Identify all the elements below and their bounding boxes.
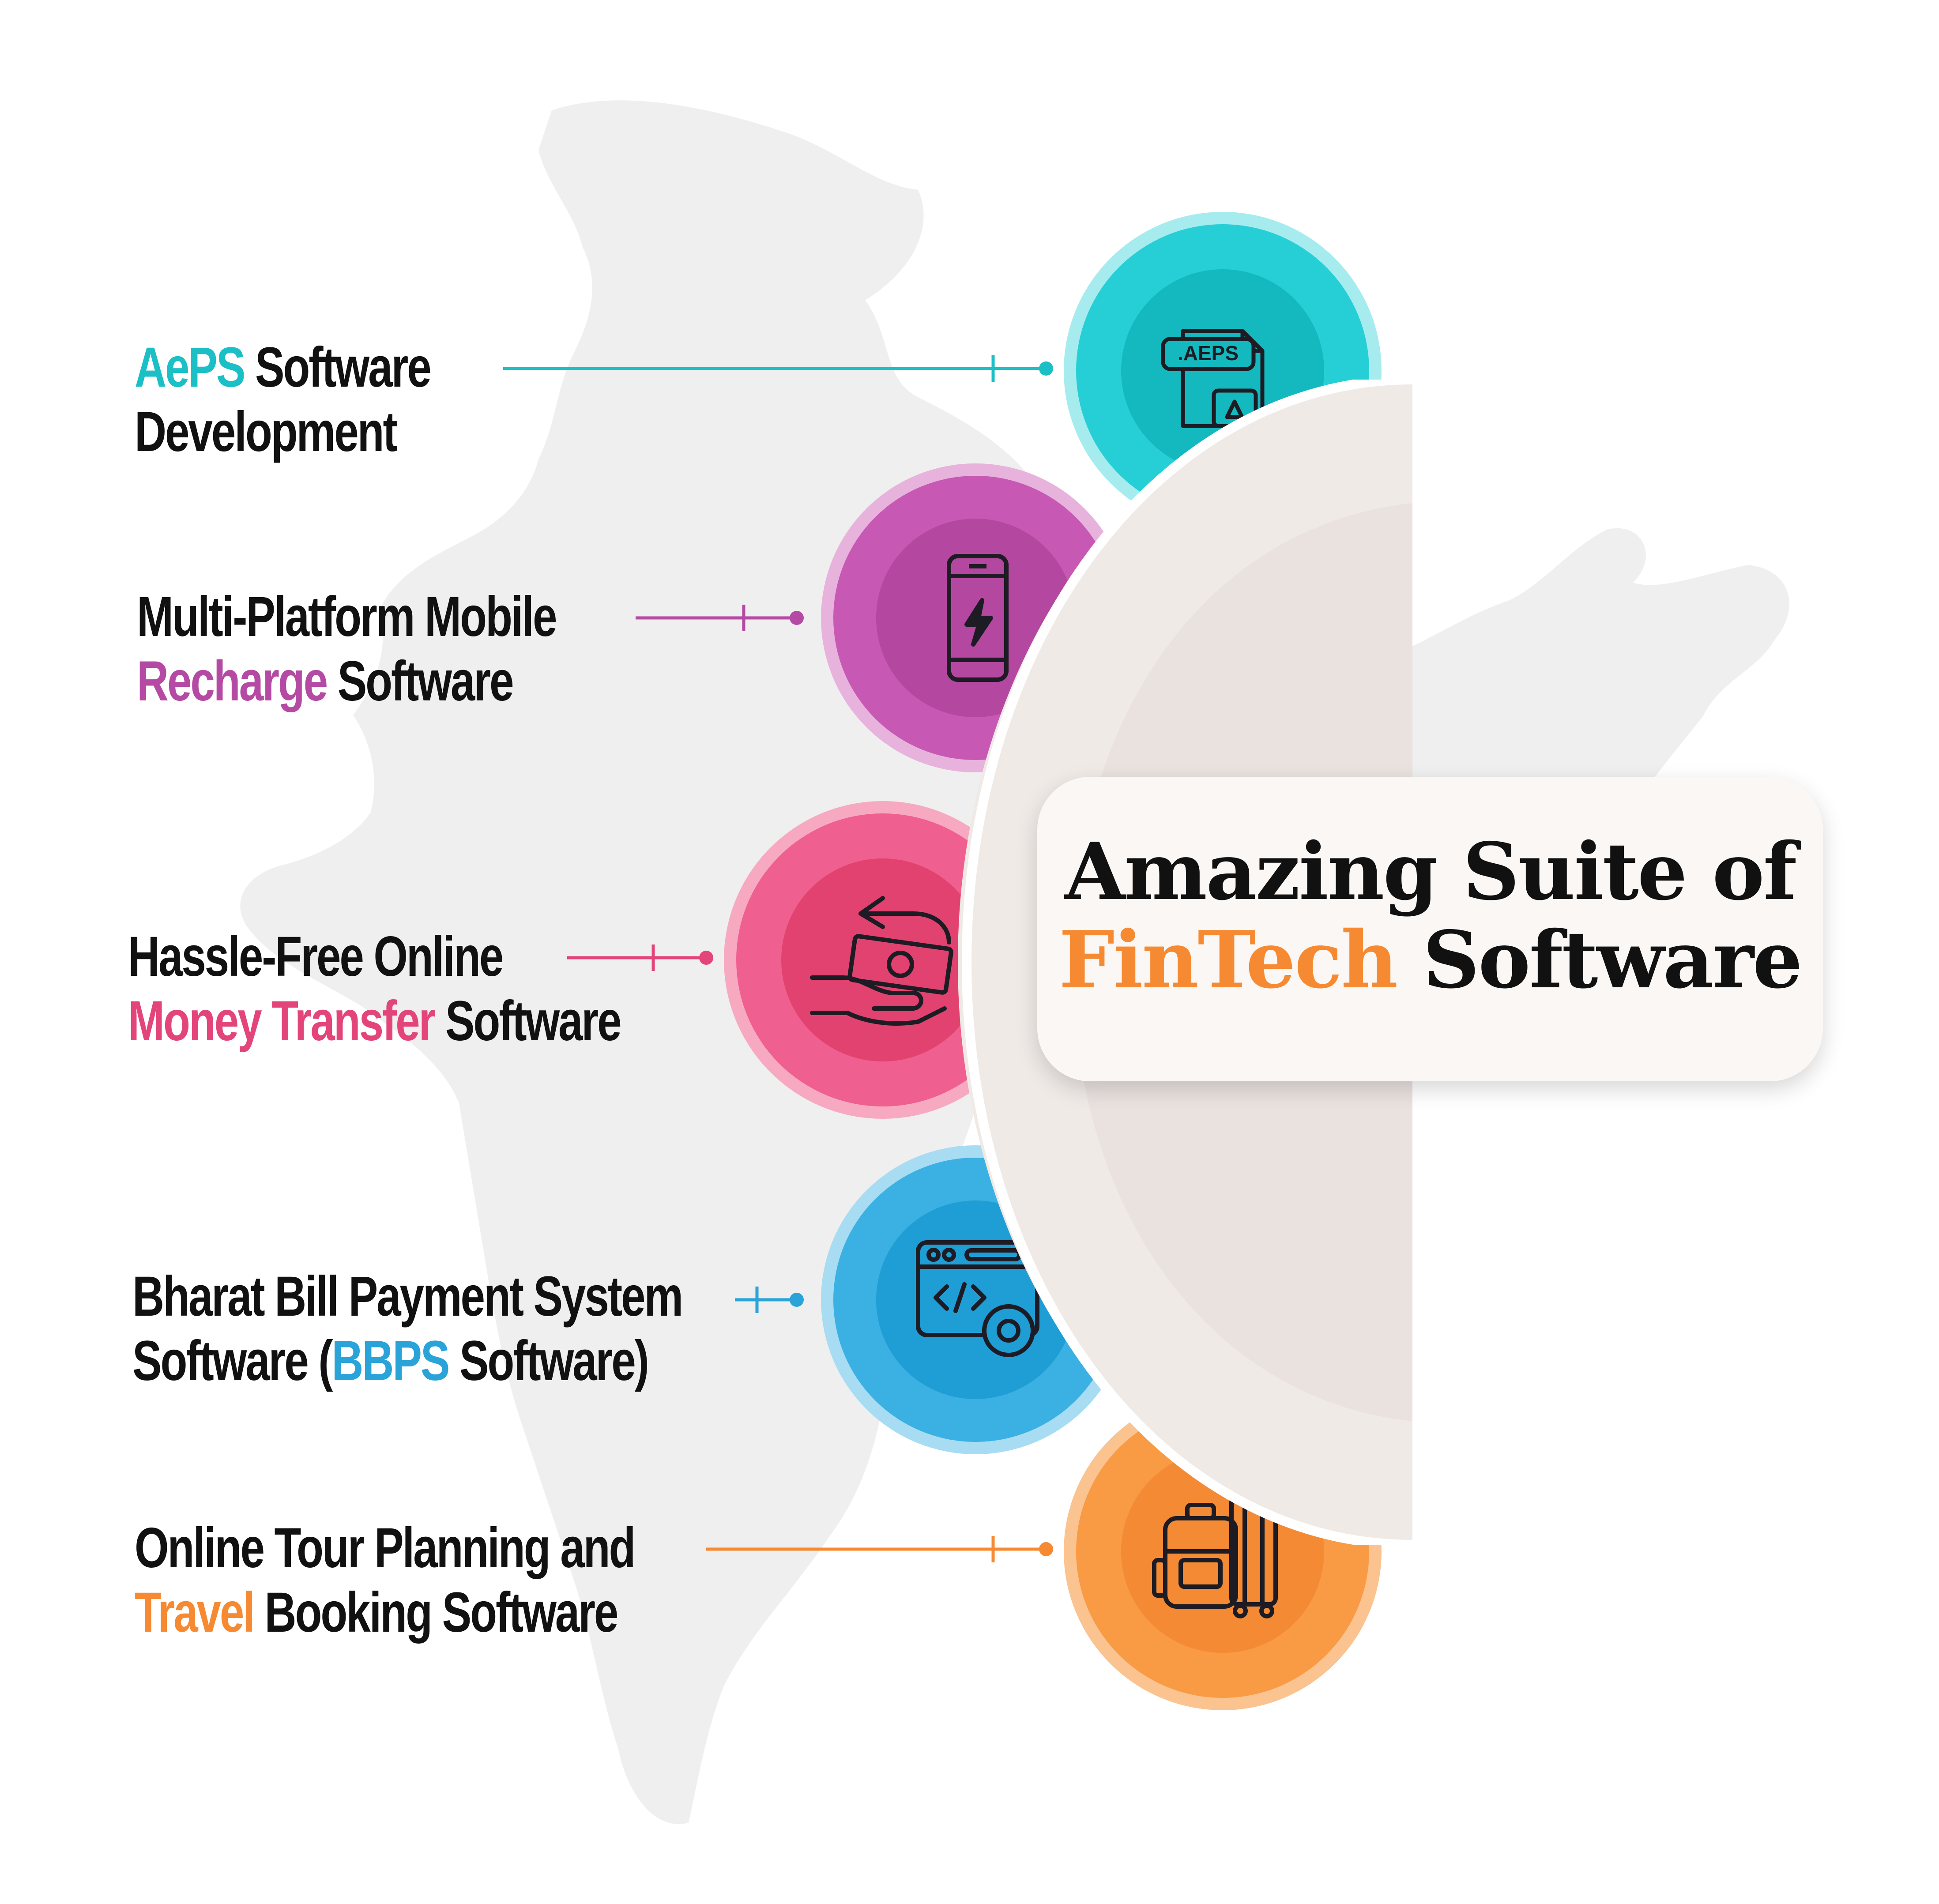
money-transfer-highlight: Money Transfer	[128, 990, 436, 1053]
bbps-highlight: BBPS	[331, 1329, 450, 1392]
title-line-2: FinTech Software	[1037, 914, 1823, 1006]
recharge-highlight: Recharge	[137, 650, 328, 713]
hand-cash-icon	[810, 896, 953, 1026]
aeps-highlight: AePS	[135, 336, 245, 399]
bbps-line2: Software)	[448, 1329, 649, 1392]
title-highlight: FinTech	[1058, 914, 1398, 1006]
aeps-icon-label: .AEPS	[1178, 342, 1239, 365]
aeps-document-icon: .AEPS	[1161, 329, 1265, 428]
feature-label-money-transfer[interactable]: Hassle-Free Online Money Transfer Softwa…	[128, 925, 622, 1054]
travel-line2: Booking Software	[253, 1581, 619, 1644]
recharge-line2: Software	[327, 650, 514, 713]
money-transfer-line2: Software	[434, 990, 622, 1053]
recharge-line1: Multi-Platform Mobile	[137, 585, 557, 648]
bbps-line2-pre: Software (	[132, 1329, 333, 1392]
feature-label-travel[interactable]: Online Tour Planning and Travel Booking …	[135, 1516, 636, 1645]
money-transfer-line1: Hassle-Free Online	[128, 925, 504, 988]
title-text: Amazing Suite of	[1064, 825, 1797, 918]
feature-label-bbps[interactable]: Bharat Bill Payment System Software (BBP…	[132, 1264, 683, 1393]
feature-label-aeps[interactable]: AePS Software Development	[135, 335, 432, 464]
travel-line1: Online Tour Planning and	[135, 1516, 636, 1580]
feature-label-recharge[interactable]: Multi-Platform Mobile Recharge Software	[137, 585, 557, 714]
travel-highlight: Travel	[135, 1581, 255, 1644]
smartphone-charging-icon	[947, 554, 1009, 682]
title-card: Amazing Suite of FinTech Software	[1037, 777, 1823, 1081]
title-line-1: Amazing Suite of	[1037, 825, 1823, 918]
bbps-line1: Bharat Bill Payment System	[132, 1265, 683, 1328]
aeps-line1: Software	[244, 336, 432, 399]
title-rest: Software	[1397, 914, 1803, 1006]
aeps-line2: Development	[135, 400, 398, 463]
travel-circle[interactable]	[1064, 1392, 1382, 1710]
